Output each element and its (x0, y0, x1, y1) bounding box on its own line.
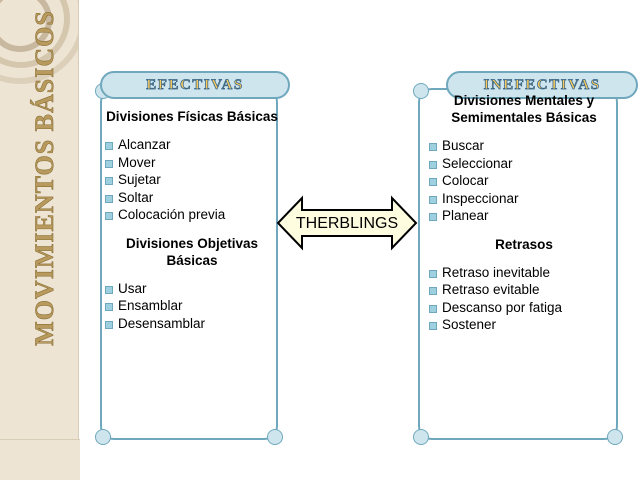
list-item: Alcanzar (104, 136, 280, 154)
panel-knob-top-left (413, 83, 429, 99)
list-item: Retraso evitable (428, 281, 620, 299)
ineffective-section2-title: Retrasos (495, 236, 553, 252)
therbligs-label: THERBLINGS (295, 214, 399, 232)
list-item: Desensamblar (104, 315, 280, 333)
list-item: Descanso por fatiga (428, 299, 620, 317)
list-item: Soltar (104, 189, 280, 207)
ineffective-header-label: INEFECTIVAS (483, 76, 601, 93)
list-item: Planear (428, 207, 620, 225)
list-item: Sostener (428, 316, 620, 334)
list-item: Seleccionar (428, 155, 620, 173)
panel-knob-bottom-right (267, 429, 283, 445)
effective-panel (95, 83, 283, 445)
ineffective-header-pill: INEFECTIVAS (446, 71, 638, 99)
vertical-page-title: MOVIMIENTOS BÁSICOS (30, 10, 60, 346)
effective-header-pill: EFECTIVAS (100, 71, 290, 99)
ineffective-section1-title: Divisiones Mentales y Semimentales Básic… (451, 93, 597, 125)
ineffective-section2-list: Retraso inevitable Retraso evitable Desc… (428, 264, 620, 334)
list-item: Usar (104, 280, 280, 298)
band-footer-block (0, 439, 80, 480)
list-item: Colocar (428, 172, 620, 190)
decorative-ring-inner (0, 0, 52, 52)
effective-section1-title: Divisiones Físicas Básicas (106, 109, 278, 124)
double-arrow-icon (276, 195, 418, 251)
panel-knob-bottom-left (95, 429, 111, 445)
ineffective-section1-list: Buscar Seleccionar Colocar Inspeccionar … (428, 137, 620, 225)
decorative-ring-middle (0, 0, 70, 68)
effective-section2-title: Divisiones Objetivas Básicas (125, 235, 259, 268)
effective-section2-list: Usar Ensamblar Desensamblar (104, 280, 280, 333)
list-item: Sujetar (104, 171, 280, 189)
list-item: Retraso inevitable (428, 264, 620, 282)
therbligs-double-arrow: THERBLINGS (276, 190, 418, 256)
ineffective-content: Divisiones Mentales y Semimentales Básic… (428, 92, 620, 334)
list-item: Inspeccionar (428, 190, 620, 208)
decorative-ring-outer (0, 0, 78, 84)
panel-knob-bottom-right (607, 429, 623, 445)
effective-header-label: EFECTIVAS (146, 76, 244, 93)
panel-knob-bottom-left (413, 429, 429, 445)
list-item: Mover (104, 154, 280, 172)
left-title-band: MOVIMIENTOS BÁSICOS (0, 0, 79, 479)
ineffective-panel (413, 83, 623, 445)
list-item: Colocación previa (104, 206, 280, 224)
list-item: Buscar (428, 137, 620, 155)
effective-section1-list: Alcanzar Mover Sujetar Soltar Colocación… (104, 136, 280, 224)
list-item: Ensamblar (104, 297, 280, 315)
effective-content: Divisiones Físicas Básicas Alcanzar Move… (104, 108, 280, 332)
